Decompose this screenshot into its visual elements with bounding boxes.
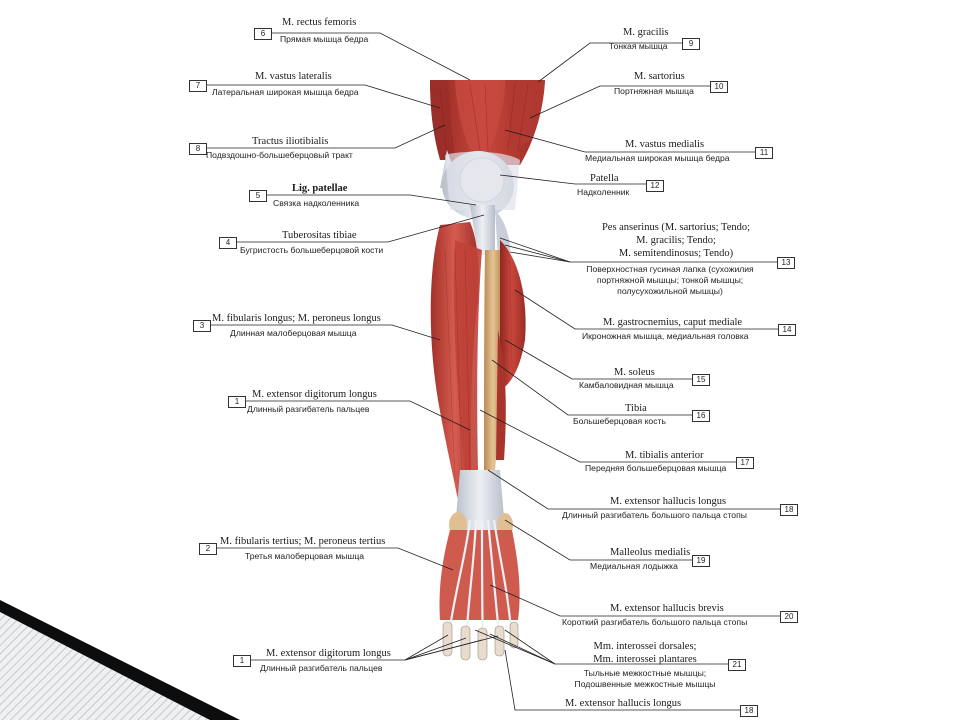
label-russian: Прямая мышца бедра [280,34,369,44]
label-latin: Mm. interossei dorsales; [593,641,697,652]
label-number: 21 [728,659,746,671]
label-russian: Портняжная мышца [614,86,694,96]
label-number: 20 [780,611,798,623]
label-number: 5 [249,190,267,202]
foot-region [439,512,520,661]
label-latin: Tractus iliotibialis [252,136,329,147]
label-number: 13 [777,257,795,269]
label-russian: Медиальная широкая мышца бедра [585,153,730,163]
label-russian: Латеральная широкая мышца бедра [212,87,359,97]
label-latin: Lig. patellae [292,183,348,194]
label-russian: полусухожильной мышцы) [617,286,723,296]
label-number: 17 [736,457,754,469]
label-number: 3 [193,320,211,332]
label-latin: M. extensor digitorum longus [266,648,391,659]
label-latin: M. extensor hallucis longus [610,496,727,507]
label-latin: M. vastus lateralis [255,71,332,82]
label-russian: Третья малоберцовая мышца [245,551,365,561]
label-latin: M. vastus medialis [625,139,705,150]
label-russian: Короткий разгибатель большого пальца сто… [562,617,748,627]
label-number: 10 [710,81,728,93]
leader-lines [205,32,782,711]
label-russian: Подвздошно-большеберцовый тракт [206,150,353,160]
label-number: 11 [755,147,773,159]
label-russian: Большеберцовая кость [573,416,666,426]
label-number: 12 [646,180,664,192]
label-latin: Pes anserinus (M. sartorius; Tendo; [601,222,751,233]
label-latin: Malleolus medialis [610,547,691,558]
label-russian: Длинный разгибатель большого пальца стоп… [562,510,747,520]
decorative-corner [0,600,240,720]
label-latin: M. extensor hallucis brevis [610,603,724,614]
label-russian: Передняя большеберцовая мышца [585,463,727,473]
label-russian: Длинный разгибатель пальцев [247,404,370,414]
label-latin: Mm. interossei plantares [593,654,697,665]
label-number: 19 [692,555,710,567]
label-latin: Tibia [625,403,647,414]
label-number: 2 [199,543,217,555]
lower-leg-muscles [430,222,526,530]
label-russian: Икроножная мышца, медиальная головка [582,331,749,341]
label-number: 9 [682,38,700,50]
label-latin: M. rectus femoris [282,17,357,28]
label-number: 14 [778,324,796,336]
label-russian: Надколенник [577,187,630,197]
label-russian: Бугристость большеберцовой кости [240,245,384,255]
label-russian: Связка надколенника [273,198,360,208]
label-number: 18 [780,504,798,516]
label-russian: портняжной мышцы; тонкой мышцы; [596,275,744,285]
label-russian: Длинный разгибатель пальцев [260,663,383,673]
label-number: 7 [189,80,207,92]
label-latin: M. tibialis anterior [625,450,704,461]
label-latin: M. gracilis [623,27,669,38]
label-latin: M. extensor digitorum longus [252,389,377,400]
label-russian: Подошвенные межкостные мышцы [574,679,716,689]
label-russian: Тонкая мышца [609,41,668,51]
label-latin: M. extensor hallucis longus [565,698,682,709]
label-latin: M. fibularis tertius; M. peroneus tertiu… [220,536,386,547]
label-latin: M. gracilis; Tendo; [636,235,716,246]
label-latin: Tuberositas tibiae [282,230,357,241]
label-latin: Patella [590,173,619,184]
label-number: 18 [740,705,758,717]
label-latin: M. gastrocnemius, caput mediale [603,317,743,328]
label-latin: M. semitendinosus; Tendo) [618,248,734,259]
label-latin: M. soleus [614,367,655,378]
label-russian: Камбаловидная мышца [579,380,674,390]
label-russian: Тыльные межкостные мышцы; [583,668,707,678]
label-russian: Медиальная лодыжка [590,561,678,571]
label-russian: Длинная малоберцовая мышца [230,328,357,338]
label-latin: M. sartorius [634,71,685,82]
label-number: 15 [692,374,710,386]
label-number: 16 [692,410,710,422]
label-number: 1 [233,655,251,667]
label-number: 1 [228,396,246,408]
label-russian: Поверхностная гусиная лапка (сухожилия [586,264,754,274]
label-number: 8 [189,143,207,155]
label-latin: M. fibularis longus; M. peroneus longus [212,313,381,324]
label-number: 4 [219,237,237,249]
label-number: 6 [254,28,272,40]
